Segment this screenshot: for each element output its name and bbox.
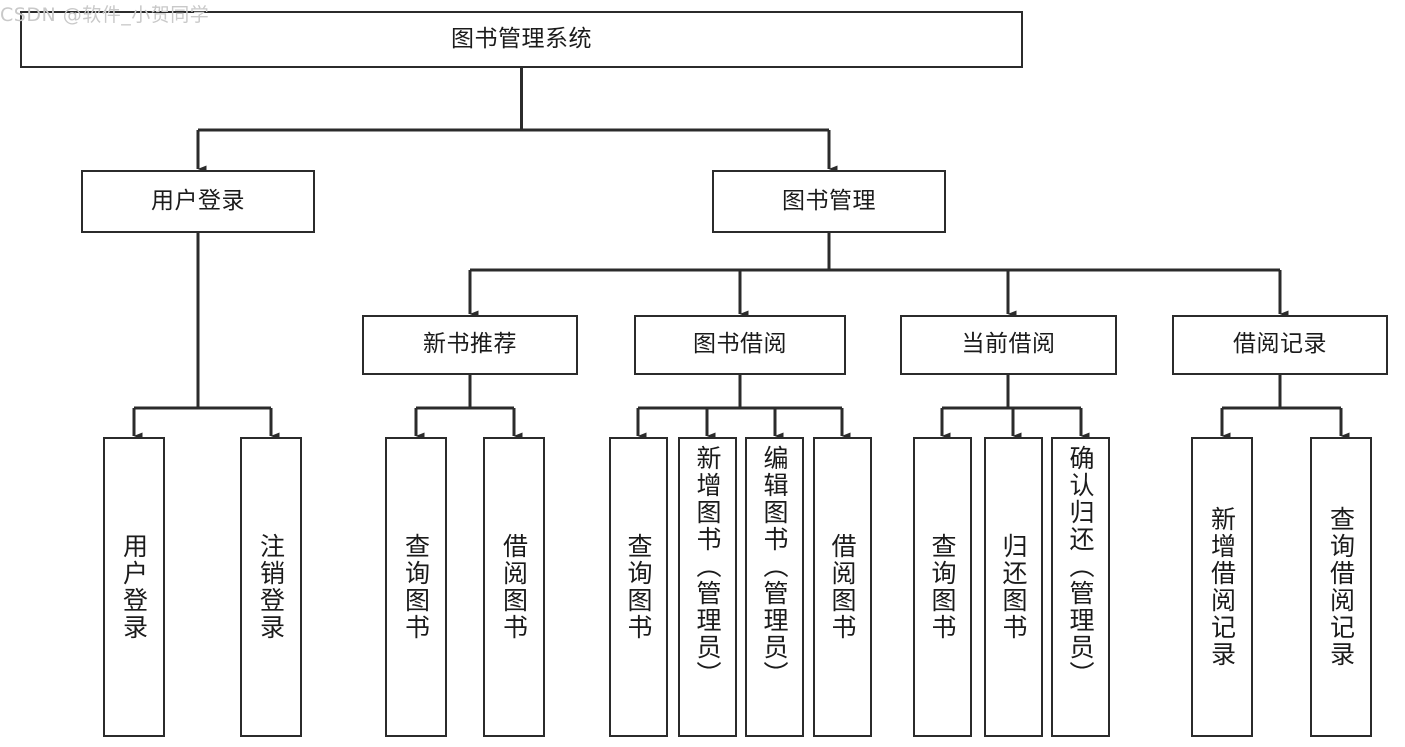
leaf-node-8: 借阅图书 bbox=[813, 437, 872, 737]
level3-node-3-label: 当前借阅 bbox=[961, 331, 1056, 358]
leaf-node-1: 用户登录 bbox=[103, 437, 165, 737]
leaf-node-11-label: 确认归还（管理员） bbox=[1066, 445, 1095, 688]
leaf-node-2-label: 注销登录 bbox=[256, 533, 286, 641]
leaf-node-8-label: 借阅图书 bbox=[828, 533, 857, 641]
level3-node-4: 借阅记录 bbox=[1172, 315, 1388, 375]
leaf-node-4: 借阅图书 bbox=[483, 437, 545, 737]
edge-group bbox=[132, 68, 1350, 440]
leaf-node-1-label: 用户登录 bbox=[119, 533, 149, 641]
leaf-node-12-label: 新增借阅记录 bbox=[1207, 506, 1237, 668]
leaf-node-2: 注销登录 bbox=[240, 437, 302, 737]
level3-node-2: 图书借阅 bbox=[634, 315, 846, 375]
level2-node-2: 图书管理 bbox=[712, 170, 946, 233]
leaf-node-6: 新增图书（管理员） bbox=[678, 437, 737, 737]
level3-node-1-label: 新书推荐 bbox=[423, 331, 517, 358]
leaf-node-3-label: 查询图书 bbox=[401, 533, 431, 641]
leaf-node-9-label: 查询图书 bbox=[928, 533, 957, 641]
leaf-node-3: 查询图书 bbox=[385, 437, 447, 737]
leaf-node-9: 查询图书 bbox=[913, 437, 972, 737]
level3-node-2-label: 图书借阅 bbox=[693, 331, 787, 358]
level3-node-4-label: 借阅记录 bbox=[1233, 331, 1327, 358]
leaf-node-10: 归还图书 bbox=[984, 437, 1043, 737]
leaf-node-13-label: 查询借阅记录 bbox=[1326, 506, 1356, 668]
leaf-node-5: 查询图书 bbox=[609, 437, 668, 737]
leaf-node-4-label: 借阅图书 bbox=[499, 533, 529, 641]
level2-node-1-label: 用户登录 bbox=[151, 187, 245, 214]
level3-node-1: 新书推荐 bbox=[362, 315, 578, 375]
leaf-node-11: 确认归还（管理员） bbox=[1051, 437, 1110, 737]
leaf-node-13: 查询借阅记录 bbox=[1310, 437, 1372, 737]
level2-node-1: 用户登录 bbox=[81, 170, 315, 233]
level3-node-3: 当前借阅 bbox=[900, 315, 1117, 375]
leaf-node-10-label: 归还图书 bbox=[999, 533, 1028, 641]
leaf-node-6-label: 新增图书（管理员） bbox=[693, 445, 722, 688]
root-node-book-management-system-label: 图书管理系统 bbox=[451, 25, 592, 52]
level2-node-2-label: 图书管理 bbox=[782, 187, 876, 214]
root-node-book-management-system: 图书管理系统 bbox=[20, 11, 1023, 68]
leaf-node-7-label: 编辑图书（管理员） bbox=[760, 445, 789, 688]
watermark-text: CSDN @软件_小贺同学 bbox=[0, 4, 210, 26]
leaf-node-12: 新增借阅记录 bbox=[1191, 437, 1253, 737]
leaf-node-5-label: 查询图书 bbox=[624, 533, 653, 641]
leaf-node-7: 编辑图书（管理员） bbox=[745, 437, 804, 737]
